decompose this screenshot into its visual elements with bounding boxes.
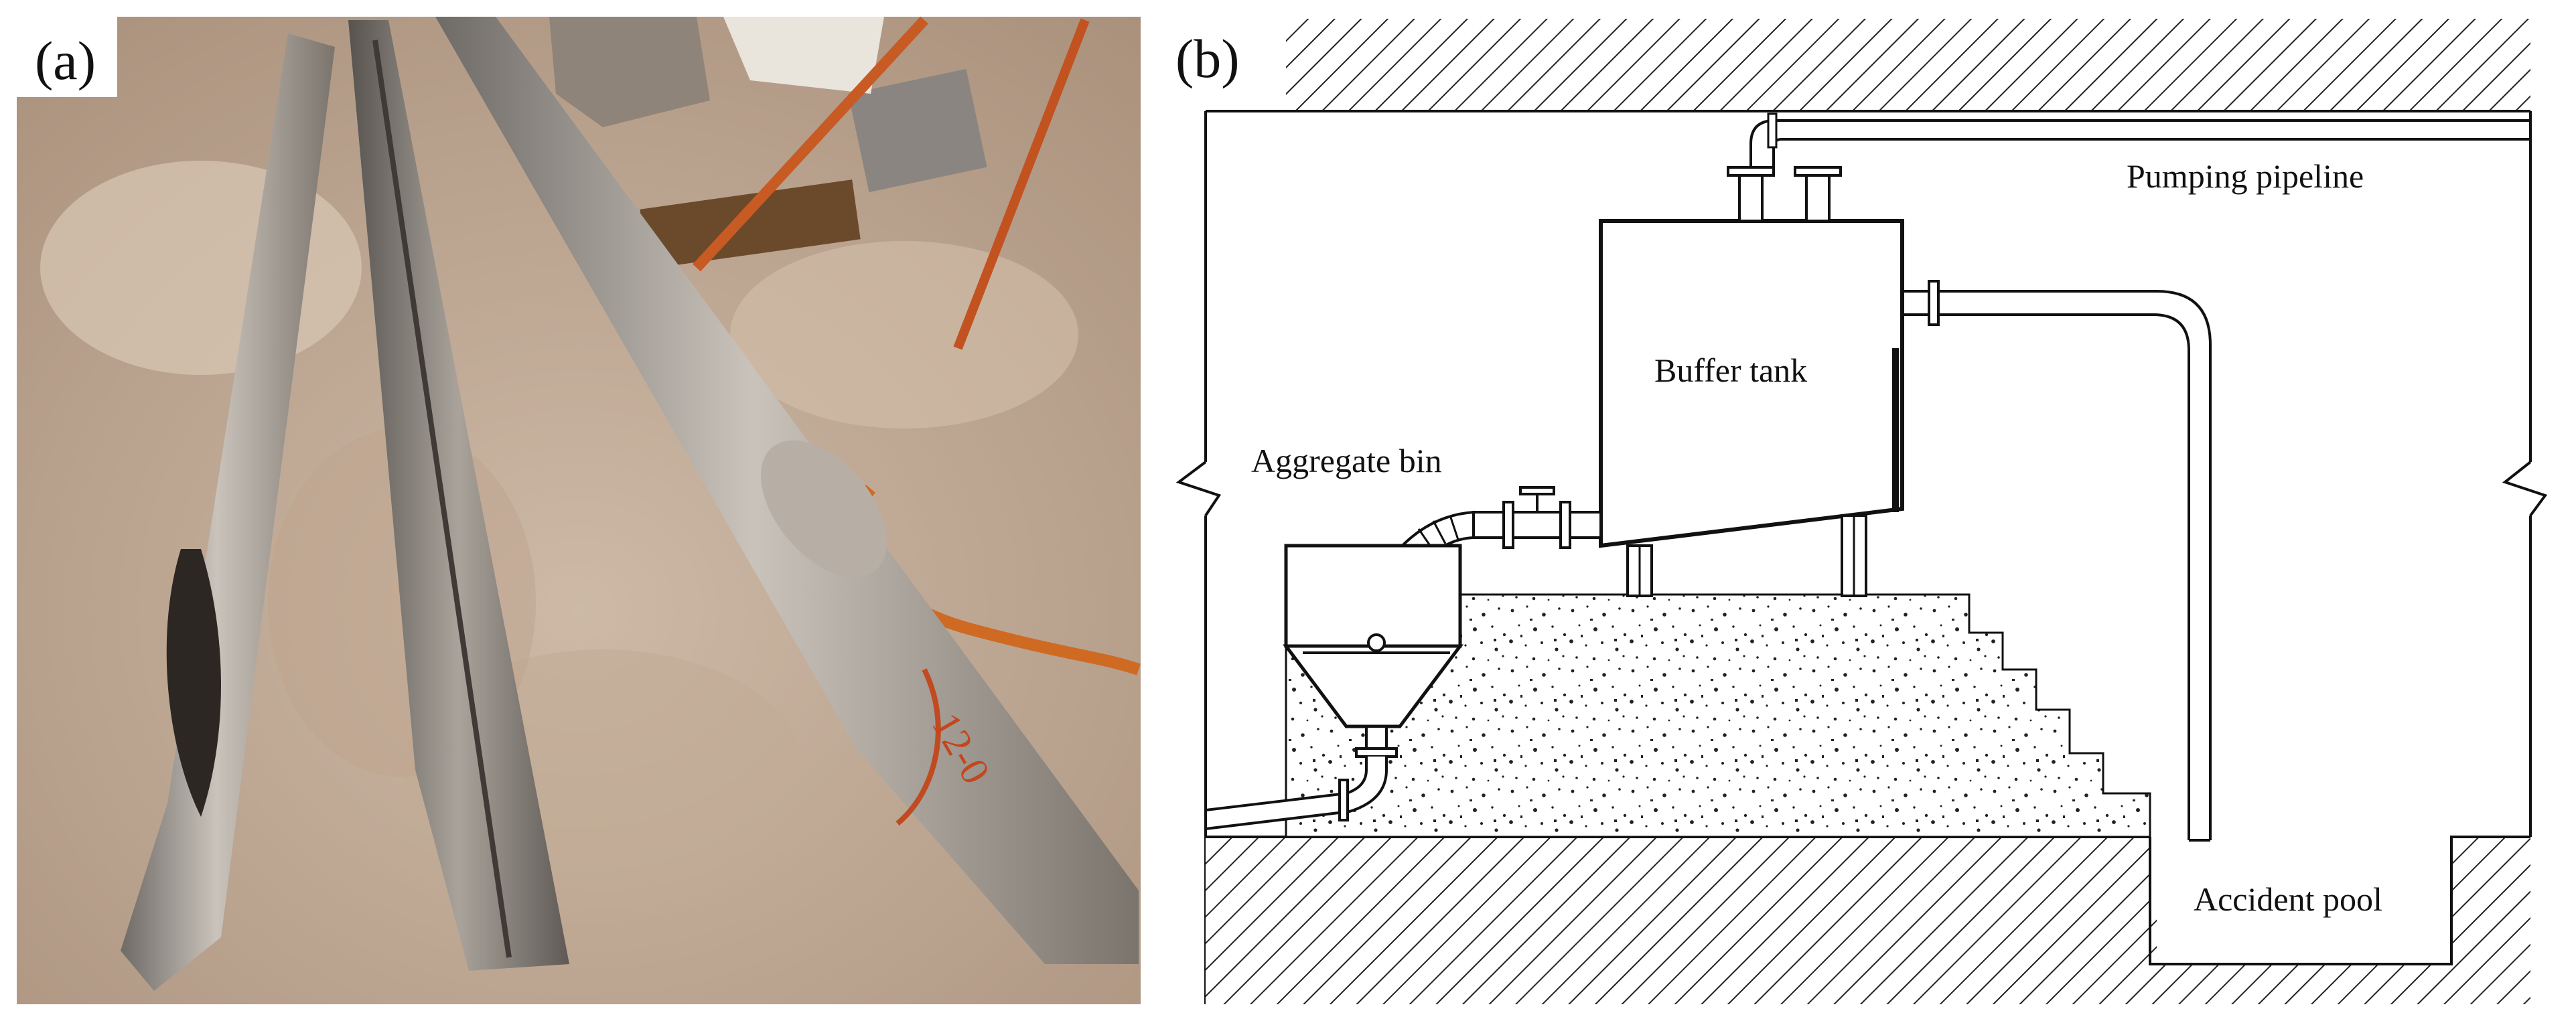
orange-rod-1 bbox=[693, 16, 928, 272]
discharge-pipe bbox=[1902, 290, 2212, 840]
pipe-left bbox=[121, 33, 335, 991]
orange-rod-2 bbox=[953, 18, 1090, 350]
left-break-symbol bbox=[1175, 461, 1222, 517]
concrete-foundation bbox=[1285, 593, 2151, 838]
ceiling-hatch bbox=[1286, 19, 2530, 111]
floor-hatch-left bbox=[1206, 837, 2150, 917]
aggregate-bin-hopper bbox=[1283, 644, 1463, 728]
aggregate-bin-label: Aggregate bin bbox=[1251, 442, 1442, 479]
tank-vent-right bbox=[1805, 174, 1831, 222]
rubble-block bbox=[549, 17, 710, 127]
tank-legs bbox=[1626, 514, 1867, 597]
pumping-pipeline-label: Pumping pipeline bbox=[2127, 157, 2364, 195]
white-debris bbox=[723, 17, 884, 94]
panel-a-label-bg bbox=[17, 17, 117, 97]
connection-pipe bbox=[1472, 511, 1602, 539]
discharge-flange bbox=[1928, 280, 1940, 326]
concrete-block bbox=[848, 68, 987, 193]
panel-a-photo: 12-0 (a) bbox=[17, 16, 1141, 1004]
panel-a-label: (a) bbox=[35, 30, 96, 91]
panel-b-diagram: (b) Buffer tank bbox=[1175, 19, 2548, 1004]
buffer-tank-label: Buffer tank bbox=[1654, 351, 1807, 389]
rusty-debris bbox=[640, 179, 861, 269]
aggregate-bin bbox=[1284, 544, 1462, 648]
right-break-symbol bbox=[2502, 461, 2548, 517]
valve-handle bbox=[1519, 486, 1555, 495]
buffer-tank bbox=[1599, 219, 1904, 548]
panel-b-label: (b) bbox=[1175, 28, 1240, 89]
pipe-left-tear bbox=[166, 549, 221, 817]
accident-pool-outline bbox=[2149, 836, 2530, 965]
pipe-middle bbox=[348, 20, 569, 971]
accident-pool-label: Accident pool bbox=[2194, 880, 2382, 918]
